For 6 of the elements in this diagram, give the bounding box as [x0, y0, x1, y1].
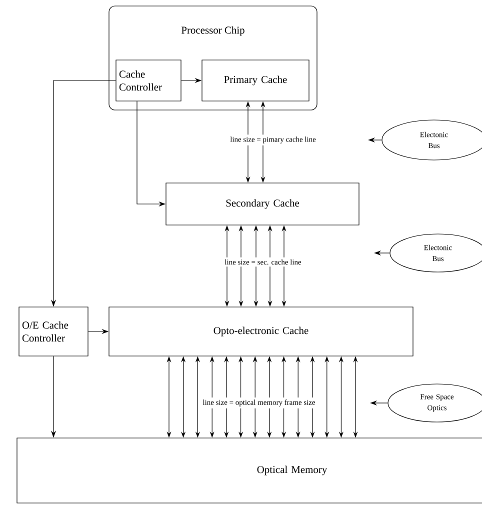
cache-box: Secondary Cache [166, 182, 360, 226]
cache-box: Primary Cache [202, 60, 310, 102]
controller-box: Cache Controller [116, 60, 182, 102]
memory-box: Optical Memory [16, 438, 482, 504]
controller-box: O/E Cache Controller [18, 306, 88, 356]
cache-box: Opto-electronic Cache [108, 306, 414, 356]
